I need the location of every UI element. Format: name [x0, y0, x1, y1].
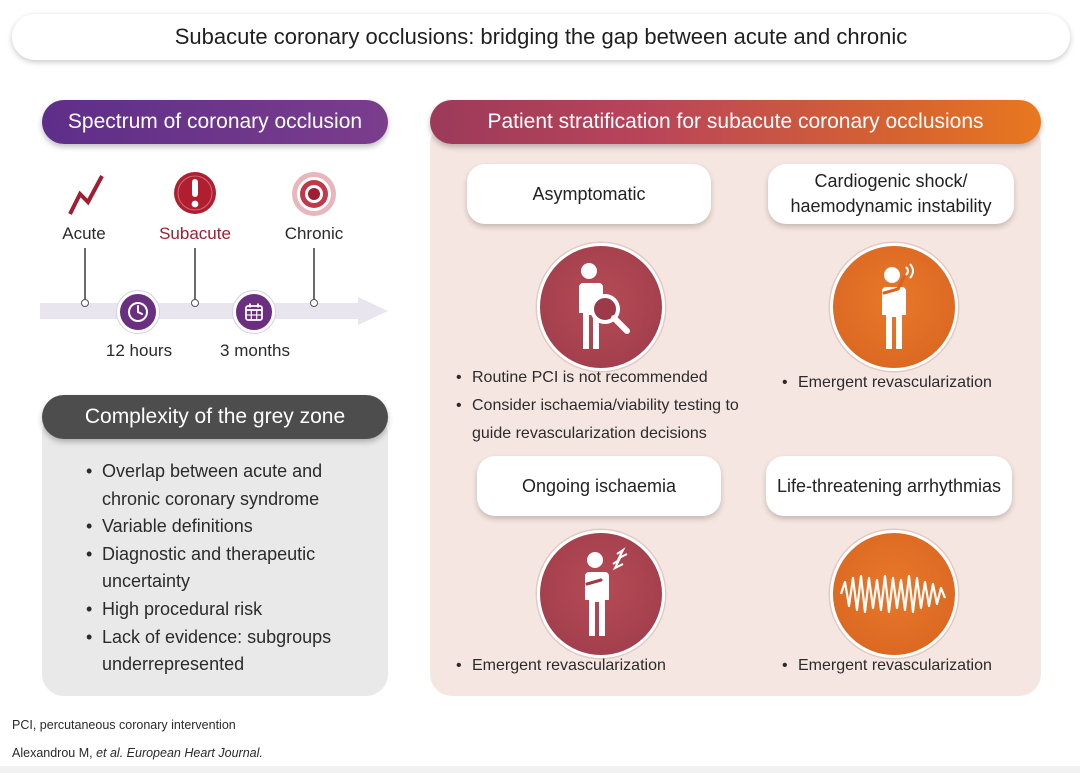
- list-item: Emergent revascularization: [782, 652, 1022, 680]
- arrhythmias-bullets: Emergent revascularization: [782, 652, 1022, 680]
- abbreviation-note: PCI, percutaneous coronary intervention: [12, 718, 236, 732]
- ecg-waveform-icon: [830, 530, 958, 658]
- target-icon: [292, 172, 336, 216]
- timeline-arrowhead: [358, 297, 388, 325]
- citation-source: et al. European Heart Journal.: [96, 746, 263, 760]
- spectrum-heading-text: Spectrum of coronary occlusion: [67, 110, 363, 133]
- asymptomatic-card: Asymptomatic: [467, 164, 711, 224]
- list-item: High procedural risk: [86, 596, 376, 624]
- clock-icon: [117, 291, 159, 333]
- citation: Alexandrou M, et al. European Heart Jour…: [12, 746, 263, 760]
- ongoing-ischaemia-card: Ongoing ischaemia: [477, 456, 721, 516]
- timepoint-12-hours: 12 hours: [105, 341, 173, 360]
- chronic-label: Chronic: [284, 224, 344, 243]
- acute-marker: [81, 299, 89, 307]
- grey-zone-heading: Complexity of the grey zone: [42, 395, 388, 439]
- list-item: Routine PCI is not recommended: [456, 364, 756, 392]
- abbreviation-definition: , percutaneous coronary intervention: [32, 718, 236, 732]
- stratification-heading-text: Patient stratification for subacute coro…: [487, 110, 984, 133]
- spectrum-heading: Spectrum of coronary occlusion: [42, 100, 388, 144]
- acute-label: Acute: [62, 224, 106, 243]
- list-item: Variable definitions: [86, 513, 376, 541]
- chronic-marker: [310, 299, 318, 307]
- ongoing-ischaemia-title: Ongoing ischaemia: [521, 475, 677, 496]
- list-item: Consider ischaemia/viability testing to …: [456, 392, 756, 448]
- page-title-text: Subacute coronary occlusions: bridging t…: [174, 24, 908, 49]
- footer-strip: [0, 766, 1080, 773]
- list-item: Lack of evidence: subgroups underreprese…: [86, 624, 376, 679]
- cardiogenic-shock-title: Cardiogenic shock/ haemodynamic instabil…: [790, 171, 992, 216]
- subacute-connector: [194, 248, 196, 300]
- cardiogenic-shock-bullets: Emergent revascularization: [782, 369, 1022, 397]
- asymptomatic-title: Asymptomatic: [532, 183, 646, 204]
- list-item: Diagnostic and therapeutic uncertainty: [86, 541, 376, 596]
- list-item: Emergent revascularization: [456, 652, 696, 680]
- citation-author: Alexandrou M,: [12, 746, 97, 760]
- person-shock-icon: [830, 243, 958, 371]
- chronic-connector: [313, 248, 315, 300]
- list-item: Emergent revascularization: [782, 369, 1022, 397]
- abbreviation-term: PCI: [12, 718, 33, 732]
- ongoing-ischaemia-bullets: Emergent revascularization: [456, 652, 696, 680]
- timepoint-3-months: 3 months: [220, 341, 290, 360]
- calendar-icon: [233, 291, 275, 333]
- arrhythmias-card: Life-threatening arrhythmias: [766, 456, 1012, 516]
- person-magnifier-icon: [537, 243, 665, 371]
- subacute-marker: [191, 299, 199, 307]
- lightning-icon: [68, 175, 104, 215]
- stratification-heading: Patient stratification for subacute coro…: [430, 100, 1041, 144]
- grey-zone-list: Overlap between acute and chronic corona…: [86, 458, 376, 679]
- asymptomatic-bullets: Routine PCI is not recommended Consider …: [456, 364, 756, 448]
- exclamation-icon: [174, 172, 216, 214]
- subacute-label: Subacute: [159, 224, 231, 243]
- grey-zone-heading-text: Complexity of the grey zone: [84, 405, 346, 428]
- acute-connector: [84, 248, 86, 300]
- arrhythmias-title: Life-threatening arrhythmias: [776, 475, 1002, 496]
- list-item: Overlap between acute and chronic corona…: [86, 458, 376, 513]
- person-chest-pain-icon: [537, 530, 665, 658]
- page-title: Subacute coronary occlusions: bridging t…: [12, 14, 1070, 60]
- cardiogenic-shock-card: Cardiogenic shock/ haemodynamic instabil…: [768, 164, 1014, 224]
